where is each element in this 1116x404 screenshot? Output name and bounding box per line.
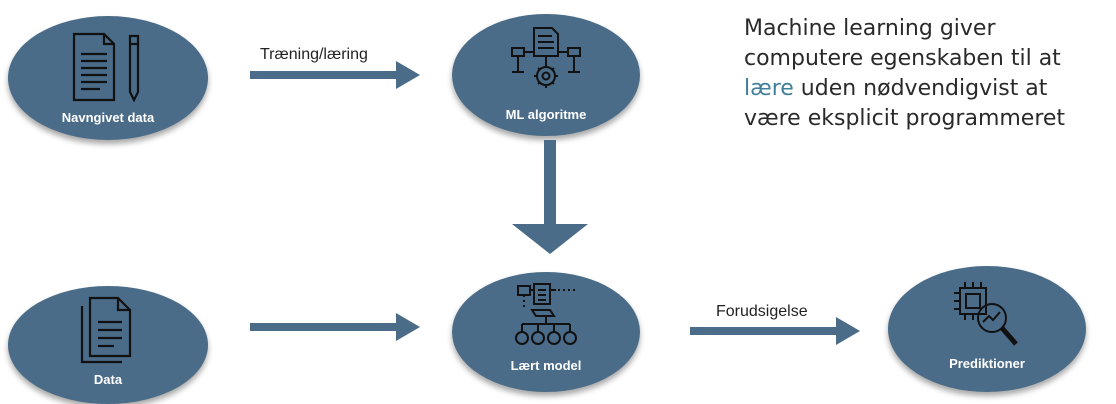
predict-label: Forudsigelse — [716, 303, 808, 320]
node-label: ML algoritme — [505, 107, 587, 122]
algorithm-gear-icon — [511, 27, 581, 88]
node-label: Prediktioner — [949, 356, 1025, 371]
node-predictions: Prediktioner — [888, 266, 1086, 392]
tagline-line-3: lære uden nødvendigvist at — [744, 74, 1114, 104]
training-arrow — [250, 61, 420, 89]
tagline-line-2: computere egenskaben til at — [744, 46, 1061, 71]
data-arrow — [250, 313, 420, 341]
tagline: Machine learning giver computere egenska… — [744, 14, 1114, 134]
training-label: Træning/læring — [260, 46, 368, 63]
node-ml-algorithm: ML algoritme — [452, 14, 640, 136]
node-labeled-data: Navngivet data — [8, 16, 208, 140]
tagline-line-4: være eksplicit programmeret — [744, 106, 1066, 131]
tagline-highlight: lære — [744, 76, 794, 101]
chip-magnifier-icon — [954, 282, 1018, 346]
node-label: Data — [93, 372, 123, 387]
document-pencil-icon — [72, 32, 140, 103]
node-data: Data — [8, 286, 208, 404]
predict-arrow — [690, 317, 860, 345]
model-arrow — [512, 140, 588, 254]
documents-icon — [80, 296, 132, 364]
model-hierarchy-icon — [515, 283, 577, 345]
node-learned-model: Lært model — [452, 272, 640, 392]
node-label: Lært model — [510, 358, 582, 373]
tagline-line-1: Machine learning giver — [744, 16, 996, 41]
node-label: Navngivet data — [61, 110, 155, 125]
tagline-line-3-rest: uden nødvendigvist at — [793, 76, 1048, 101]
